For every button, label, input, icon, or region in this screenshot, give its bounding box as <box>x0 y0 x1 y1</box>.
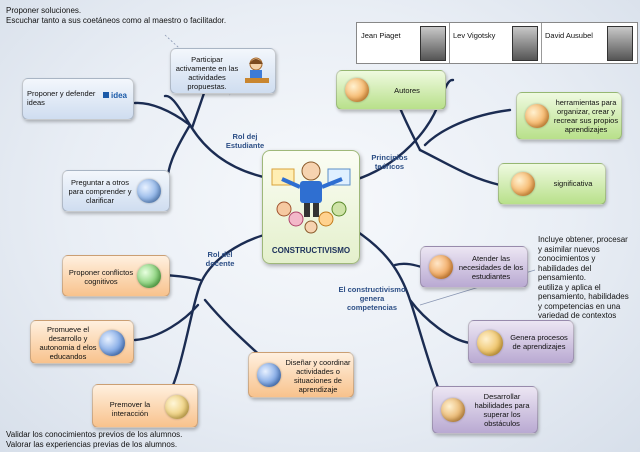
top-note: Proponer soluciones.Escuchar tanto a sus… <box>6 6 227 25</box>
central-node[interactable]: CONSTRUCTIVISMO <box>262 150 360 264</box>
magnifier-icon <box>257 363 281 387</box>
node-significativa[interactable]: significativa <box>498 163 606 205</box>
orange-orb-icon <box>345 78 369 102</box>
portrait-icon <box>420 26 446 61</box>
idea-logo-icon: idea <box>102 91 127 100</box>
refresh-icon <box>137 179 161 203</box>
author-cell: David Ausubel <box>541 23 636 63</box>
arrow-right-icon <box>137 264 161 288</box>
orange-star-icon <box>525 104 549 128</box>
scale-icon <box>441 398 465 422</box>
question-icon <box>511 172 535 196</box>
student-writing-icon <box>245 57 269 83</box>
author-name: Lev Vigotsky <box>453 31 496 40</box>
authors-table: Jean Piaget Lev Vigotsky David Ausubel <box>356 22 638 64</box>
handshake-icon <box>165 395 189 419</box>
portrait-icon <box>512 26 538 61</box>
author-name: David Ausubel <box>545 31 593 40</box>
author-cell: Jean Piaget <box>357 23 450 63</box>
children-illustration-icon <box>271 161 351 234</box>
bottom-note: Validar los conocimientos previos de los… <box>6 430 183 449</box>
shield-icon <box>429 255 453 279</box>
author-name: Jean Piaget <box>361 31 401 40</box>
arrow-up-icon <box>99 330 125 356</box>
portrait-icon <box>607 26 633 61</box>
node-autores[interactable]: Autores <box>336 70 446 110</box>
author-cell: Lev Vigotsky <box>449 23 542 63</box>
central-title: CONSTRUCTIVISMO <box>271 246 351 255</box>
people-icon <box>477 330 503 356</box>
